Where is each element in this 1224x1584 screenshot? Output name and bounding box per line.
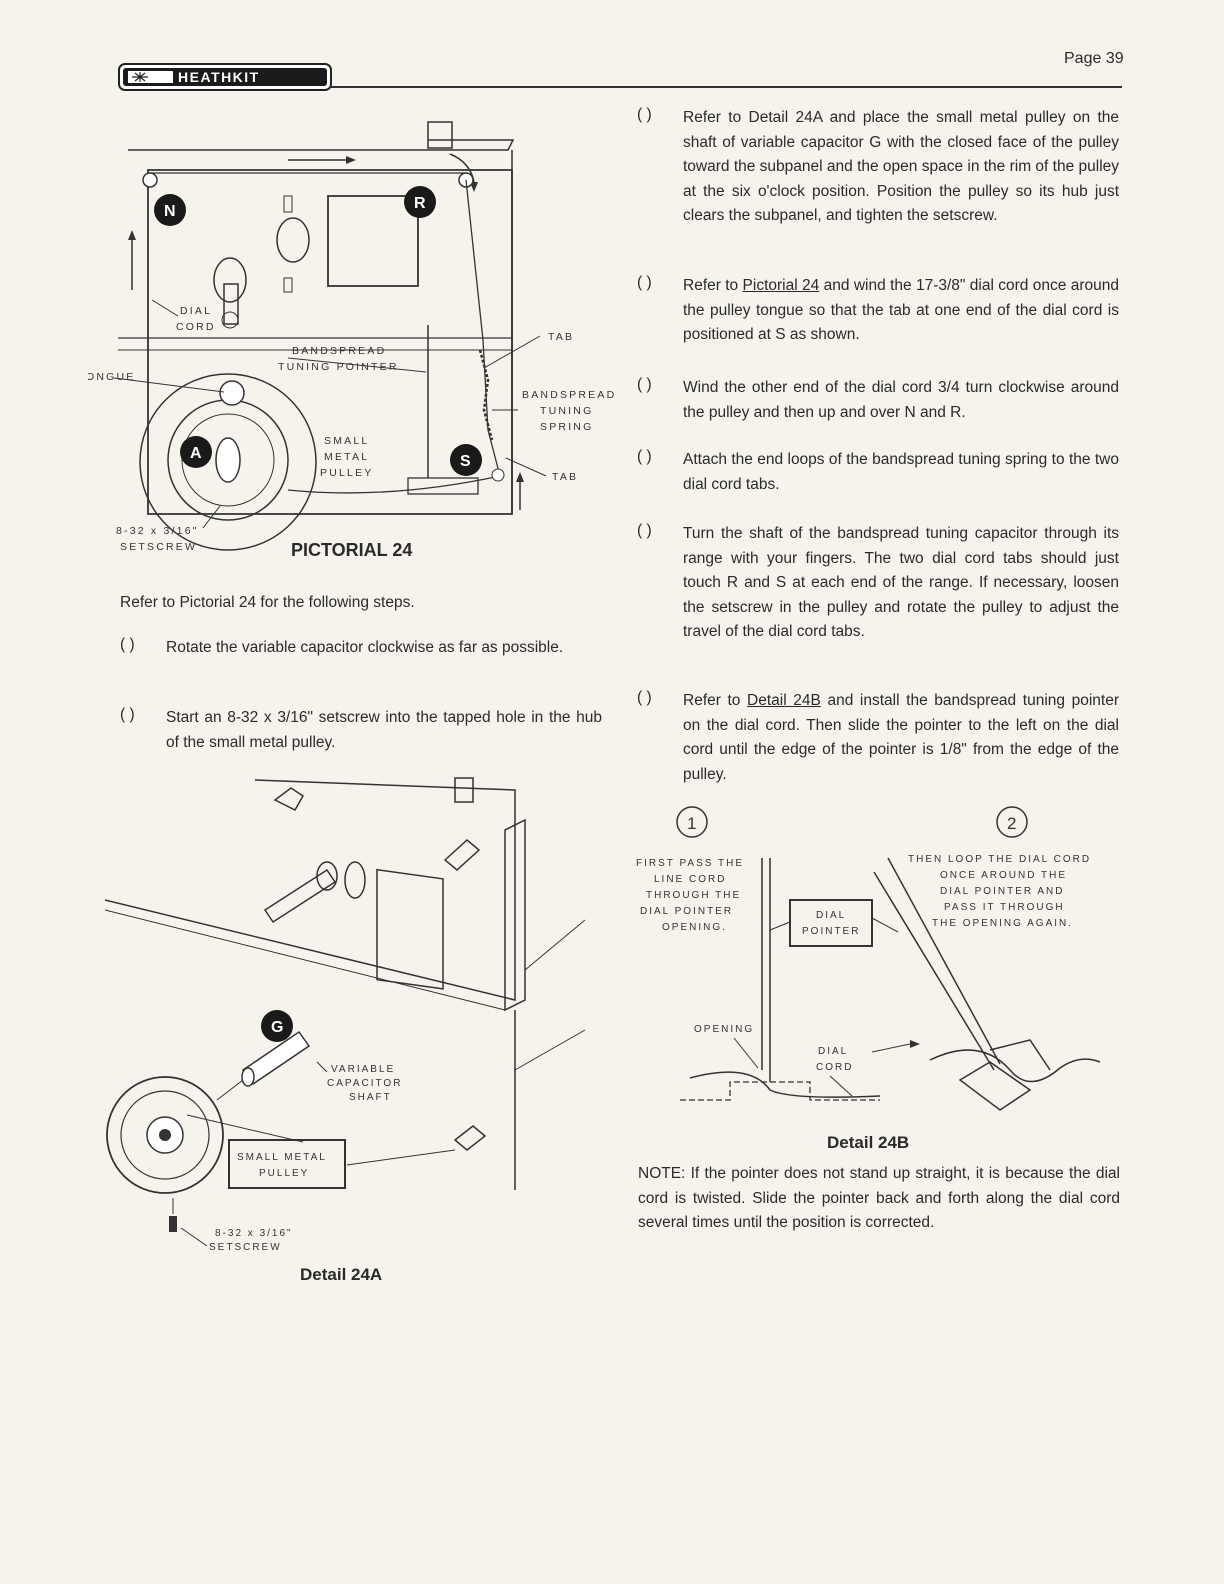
left-step-1: ( ) Rotate the variable capacitor clockw… — [120, 636, 602, 661]
checkbox[interactable]: ( ) — [120, 636, 135, 653]
label-capacitor: CAPACITOR — [327, 1078, 402, 1089]
detail-24b-link[interactable]: Detail 24B — [747, 692, 821, 709]
heathkit-logo: HEATHKIT — [118, 63, 332, 91]
label-cord: CORD — [176, 321, 216, 333]
opening-label: OPENING — [694, 1024, 754, 1035]
badge-s: S — [460, 453, 471, 470]
checkbox[interactable]: ( ) — [637, 689, 652, 706]
right-step-5: ( ) Turn the shaft of the bandspread tun… — [637, 522, 1119, 645]
checkbox[interactable]: ( ) — [637, 106, 652, 123]
first-pass-5: OPENING. — [662, 922, 727, 933]
label-tab-bottom: TAB — [552, 471, 578, 483]
label-spring-2: TUNING — [540, 405, 593, 417]
label-tongue: ONGUE — [88, 371, 136, 383]
step-text: Turn the shaft of the bandspread tuning … — [683, 525, 1119, 640]
dial-pointer-2: POINTER — [802, 926, 860, 937]
label-pulley: PULLEY — [259, 1168, 309, 1179]
page-number: Page 39 — [1064, 50, 1124, 67]
checkbox[interactable]: ( ) — [120, 706, 135, 723]
step-2-number: 2 — [1007, 814, 1016, 833]
right-step-1: ( ) Refer to Detail 24A and place the sm… — [637, 106, 1119, 229]
then-loop-5: THE OPENING AGAIN. — [932, 918, 1073, 929]
brand-text: HEATHKIT — [178, 69, 260, 85]
right-step-2: ( ) Refer to Pictorial 24 and wind the 1… — [637, 274, 1119, 348]
first-pass-3: THROUGH THE — [646, 890, 741, 901]
right-step-3: ( ) Wind the other end of the dial cord … — [637, 376, 1119, 425]
step-text: Refer to Pictorial 24 and wind the 17-3/… — [683, 277, 1119, 343]
label-pulley-3: PULLEY — [320, 467, 373, 479]
label-tab-top: TAB — [548, 331, 574, 343]
detail-24a-caption: Detail 24A — [300, 1265, 383, 1284]
step-text: Rotate the variable capacitor clockwise … — [166, 639, 564, 656]
label-pulley-1: SMALL — [324, 435, 369, 447]
label-spring-3: SPRING — [540, 421, 593, 433]
first-pass-1: FIRST PASS THE — [636, 858, 744, 869]
label-variable: VARIABLE — [331, 1064, 395, 1075]
label-pulley-2: METAL — [324, 451, 369, 463]
dial-cord-2: CORD — [816, 1062, 853, 1073]
detail-24b-figure: 1 2 FIRST PASS THE LINE CORD THROUGH THE… — [630, 800, 1120, 1130]
pictorial-24-link[interactable]: Pictorial 24 — [742, 277, 820, 294]
then-loop-1: THEN LOOP THE DIAL CORD — [908, 854, 1091, 865]
then-loop-4: PASS IT THROUGH — [944, 902, 1065, 913]
checkbox[interactable]: ( ) — [637, 522, 652, 539]
left-intro: Refer to Pictorial 24 for the following … — [120, 594, 415, 611]
label-setscrew: SETSCREW — [209, 1242, 282, 1253]
detail-24a-figure: G VARIABLE CAPACITOR SHAFT SMALL METAL P… — [95, 770, 615, 1260]
step-text: Start an 8-32 x 3/16" setscrew into the … — [166, 709, 602, 751]
right-step-6: ( ) Refer to Detail 24B and install the … — [637, 689, 1119, 787]
right-step-4: ( ) Attach the end loops of the bandspre… — [637, 448, 1119, 497]
badge-g: G — [271, 1019, 283, 1036]
label-setscrew: SETSCREW — [120, 541, 197, 553]
then-loop-2: ONCE AROUND THE — [940, 870, 1067, 881]
dial-pointer-1: DIAL — [816, 910, 846, 921]
note-text: NOTE: If the pointer does not stand up s… — [638, 1165, 1120, 1231]
first-pass-2: LINE CORD — [654, 874, 726, 885]
first-pass-4: DIAL POINTER — [640, 906, 733, 917]
label-bandspread: BANDSPREAD — [292, 345, 386, 357]
detail-24b-caption: Detail 24B — [827, 1133, 910, 1152]
step-1-number: 1 — [687, 814, 696, 833]
label-spring-1: BANDSPREAD — [522, 389, 616, 401]
step-text: Refer to Detail 24A and place the small … — [683, 109, 1120, 224]
pictorial-24-caption: PICTORIAL 24 — [291, 540, 413, 560]
step-text: Refer to Detail 24B and install the band… — [683, 692, 1120, 783]
step-text: Attach the end loops of the bandspread t… — [683, 451, 1119, 493]
label-setscrew-size: 8-32 x 3/16" — [116, 525, 199, 537]
label-tuning-pointer: TUNING POINTER — [278, 361, 399, 373]
badge-a: A — [190, 445, 202, 462]
then-loop-3: DIAL POINTER AND — [940, 886, 1064, 897]
label-small-metal: SMALL METAL — [237, 1152, 327, 1163]
checkbox[interactable]: ( ) — [637, 376, 652, 393]
dial-cord-1: DIAL — [818, 1046, 848, 1057]
label-screw-size: 8-32 x 3/16" — [215, 1228, 293, 1239]
label-dial: DIAL — [180, 305, 212, 317]
step-text: Wind the other end of the dial cord 3/4 … — [683, 379, 1119, 421]
badge-n: N — [164, 203, 176, 220]
checkbox[interactable]: ( ) — [637, 448, 652, 465]
badge-r: R — [414, 195, 426, 212]
checkbox[interactable]: ( ) — [637, 274, 652, 291]
label-shaft: SHAFT — [349, 1092, 392, 1103]
left-step-2: ( ) Start an 8-32 x 3/16" setscrew into … — [120, 706, 602, 755]
header-rule — [330, 86, 1122, 88]
pictorial-24-figure: N R A S DIAL CORD ONGUE BANDSPREAD TUNIN… — [86, 110, 628, 570]
